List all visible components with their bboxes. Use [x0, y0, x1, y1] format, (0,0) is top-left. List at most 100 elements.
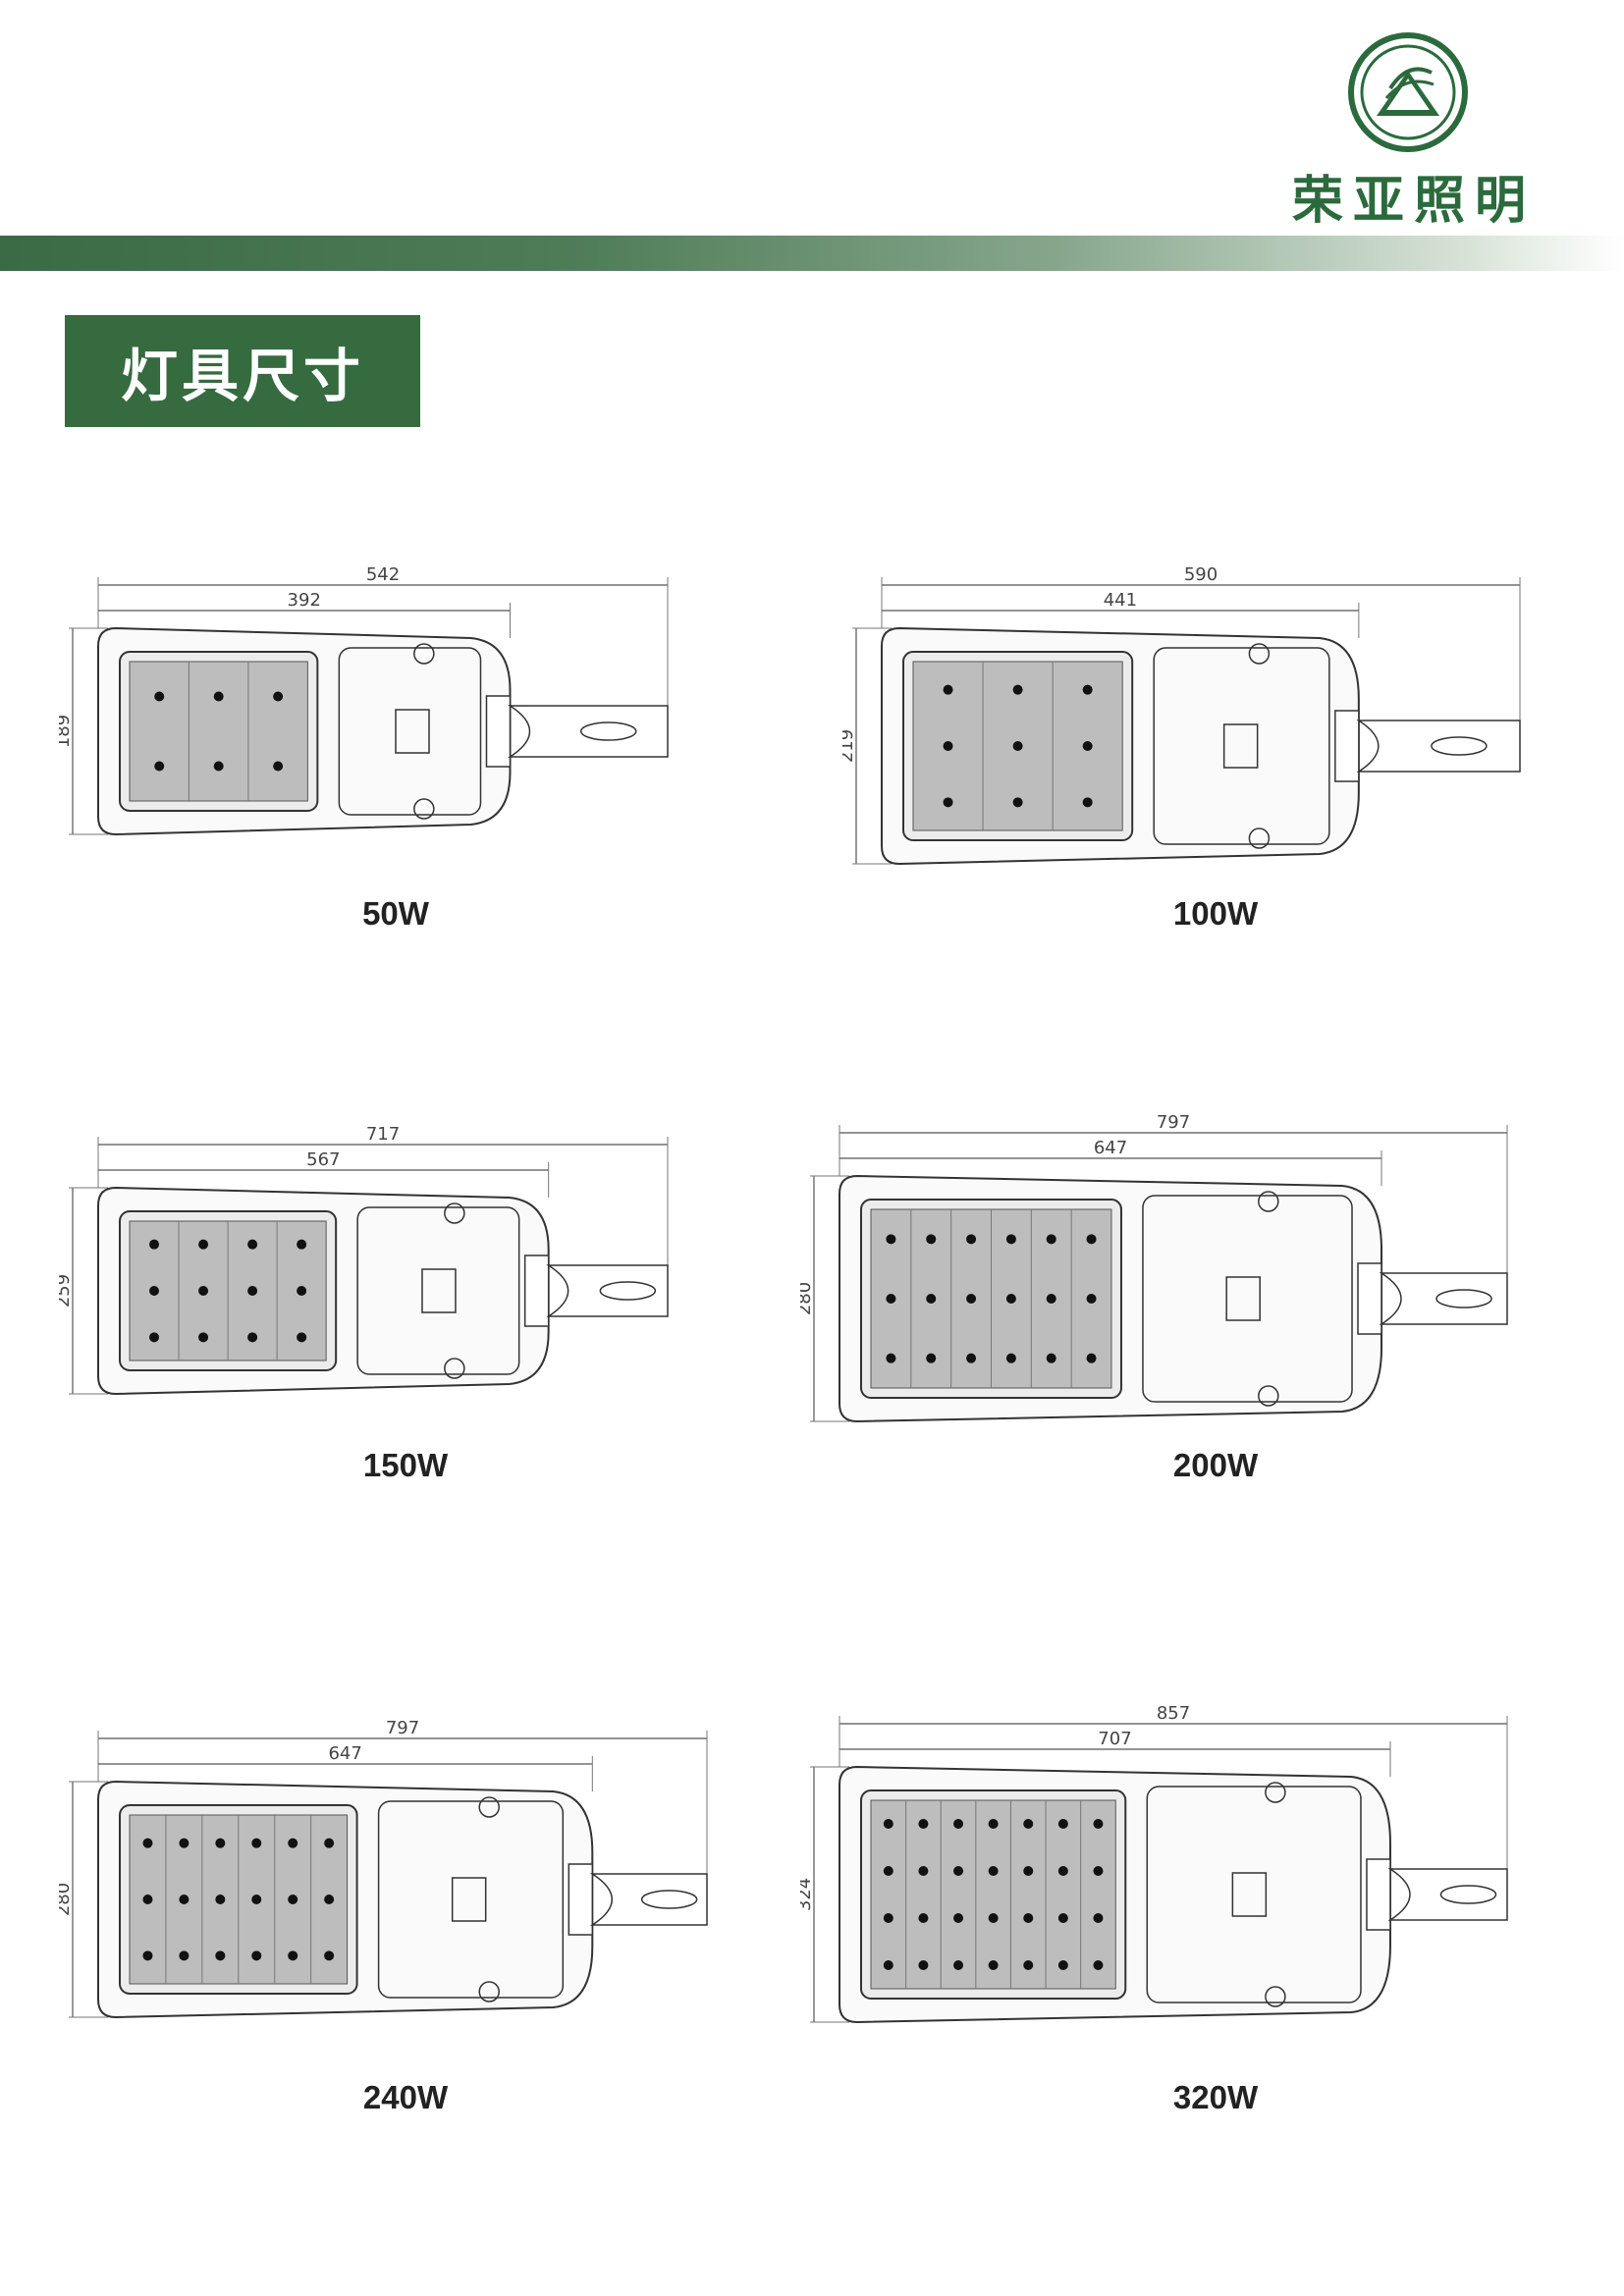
- bolt-slot: [640, 1890, 698, 1909]
- body-length-label: 647: [328, 1743, 361, 1764]
- led-chip: [142, 1950, 153, 1961]
- brand-name: 荣亚照明: [1291, 172, 1536, 231]
- screw-icon: [478, 1796, 500, 1818]
- label-plate: [1222, 723, 1259, 769]
- led-chip: [179, 1895, 189, 1904]
- header-band: [0, 236, 1624, 271]
- wattage-label-200w: 200W: [1172, 1447, 1259, 1483]
- led-chip: [1023, 1960, 1034, 1970]
- screw-icon: [413, 643, 435, 665]
- driver-cover: [1153, 647, 1330, 845]
- led-chip: [883, 1913, 893, 1923]
- led-chip: [1057, 1960, 1068, 1970]
- led-chip: [1005, 1234, 1016, 1245]
- pole-mount-arm: [1387, 1868, 1508, 1921]
- label-plate: [1231, 1872, 1268, 1917]
- led-chip: [918, 1913, 929, 1923]
- led-chip: [215, 1895, 226, 1904]
- led-chip: [1046, 1353, 1056, 1363]
- screw-icon: [444, 1202, 465, 1224]
- led-chip: [215, 1838, 226, 1848]
- led-chip: [1057, 1819, 1068, 1829]
- mount-bracket: [1357, 1262, 1382, 1335]
- led-chip: [247, 1332, 258, 1343]
- led-chip: [966, 1294, 977, 1304]
- led-chip: [883, 1960, 893, 1970]
- led-chip: [953, 1819, 964, 1829]
- led-chip: [988, 1866, 999, 1876]
- mount-bracket: [485, 695, 512, 768]
- led-chip: [953, 1866, 964, 1876]
- driver-cover: [1146, 1786, 1362, 2003]
- led-chip: [886, 1353, 896, 1363]
- height-label: 219: [842, 729, 857, 763]
- led-chip: [1012, 741, 1023, 751]
- led-chip: [926, 1294, 937, 1304]
- led-chip: [943, 741, 953, 751]
- led-chip: [1005, 1353, 1016, 1363]
- led-chip: [926, 1353, 937, 1363]
- body-length-label: 567: [306, 1149, 340, 1170]
- led-chip: [1093, 1866, 1104, 1876]
- section-title-box: 灯具尺寸: [65, 315, 420, 427]
- led-chip: [142, 1838, 153, 1848]
- led-chip: [943, 797, 953, 808]
- led-module: [129, 661, 308, 802]
- led-chip: [1023, 1913, 1034, 1923]
- led-chip: [213, 691, 224, 702]
- led-chip: [1046, 1294, 1056, 1304]
- led-chip: [883, 1866, 893, 1876]
- led-chip: [324, 1895, 335, 1904]
- driver-cover: [356, 1206, 520, 1375]
- mount-bracket: [568, 1863, 594, 1936]
- led-chip: [213, 761, 224, 772]
- label-plate: [421, 1268, 457, 1313]
- wattage-label-100w: 100W: [1172, 895, 1259, 932]
- led-chip: [883, 1819, 893, 1829]
- led-chip: [1057, 1913, 1068, 1923]
- led-chip: [324, 1950, 335, 1961]
- pole-mount-arm: [507, 705, 669, 758]
- led-chip: [198, 1239, 209, 1250]
- pole-mount-arm: [589, 1873, 708, 1926]
- led-chip: [324, 1838, 335, 1848]
- height-label: 280: [59, 1883, 74, 1916]
- body-length-label: 392: [288, 590, 321, 611]
- bolt-slot: [579, 721, 637, 741]
- body-length-label: 707: [1098, 1729, 1131, 1749]
- led-chip: [886, 1234, 896, 1245]
- led-chip: [918, 1866, 929, 1876]
- driver-cover: [377, 1800, 565, 1999]
- led-chip: [149, 1286, 160, 1296]
- height-label: 189: [59, 715, 74, 748]
- bolt-slot: [1439, 1885, 1497, 1904]
- led-chip: [1023, 1819, 1034, 1829]
- driver-cover: [338, 647, 482, 816]
- pole-mount-arm: [1356, 720, 1521, 773]
- led-chip: [273, 761, 284, 772]
- led-chip: [988, 1913, 999, 1923]
- section-title: 灯具尺寸: [120, 343, 364, 409]
- led-chip: [288, 1950, 298, 1961]
- wattage-label-240w: 240W: [362, 2079, 449, 2115]
- pole-mount-arm: [1379, 1272, 1508, 1325]
- led-chip: [966, 1234, 977, 1245]
- led-chip: [1023, 1866, 1034, 1876]
- mount-bracket: [1366, 1858, 1391, 1931]
- led-chip: [251, 1950, 262, 1961]
- led-chip: [1093, 1819, 1104, 1829]
- wattage-label-150w: 150W: [362, 1447, 449, 1483]
- led-chip: [297, 1239, 307, 1250]
- led-chip: [198, 1286, 209, 1296]
- mount-bracket: [1334, 710, 1360, 782]
- led-chip: [247, 1286, 258, 1296]
- bolt-slot: [599, 1281, 657, 1301]
- led-chip: [1093, 1913, 1104, 1923]
